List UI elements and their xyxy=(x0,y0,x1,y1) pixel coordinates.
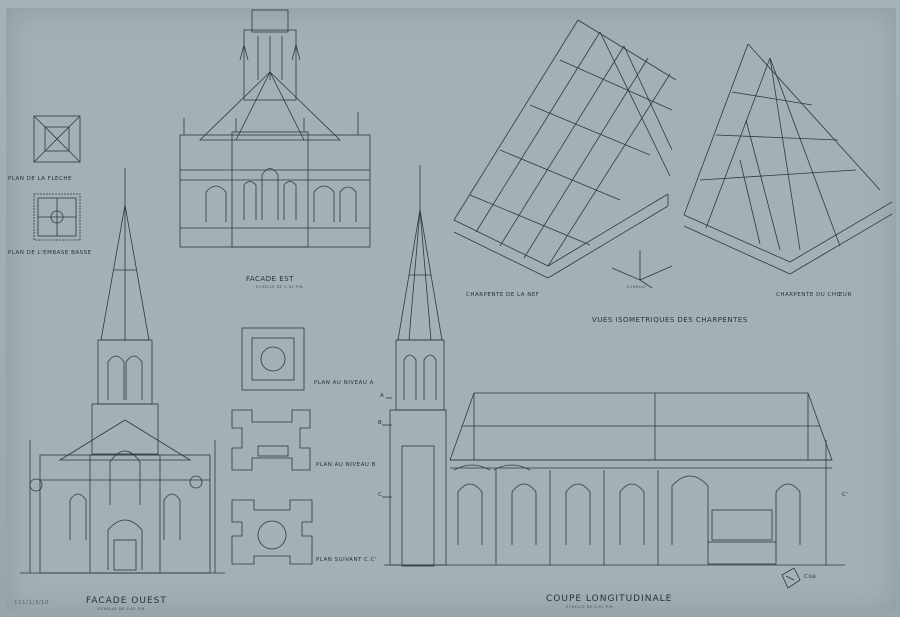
label-vues-isometriques: VUES ISOMETRIQUES DES CHARPENTES xyxy=(592,316,748,324)
plan-embase-drawing xyxy=(33,193,81,241)
inventory-number: 111/1/3/10 xyxy=(14,600,50,606)
label-facade-ouest-scale: ECHELLE DE 0,01 P.M. xyxy=(98,607,147,611)
level-marker-c: C xyxy=(378,492,383,498)
isometric-axis-gizmo xyxy=(611,250,673,289)
label-echelle: ECHELLE xyxy=(627,285,647,289)
plan-fleche-drawing xyxy=(33,115,81,163)
label-plan-niveau-a: PLAN AU NIVEAU A xyxy=(314,380,374,386)
label-facade-ouest: FACADE OUEST xyxy=(86,596,167,606)
charpente-nef-drawing xyxy=(453,19,677,279)
label-facade-est-scale: ECHELLE DE 0,01 P.M. xyxy=(256,285,305,289)
label-charpente-nef: CHARPENTE DE LA NEF xyxy=(466,292,540,298)
coupe-longitudinale-drawing xyxy=(382,165,845,567)
label-charpente-choeur: CHARPENTE DU CHŒUR xyxy=(776,292,852,298)
label-facade-est: FACADE EST xyxy=(246,275,294,283)
label-coupe-longitudinale: COUPE LONGITUDINALE xyxy=(546,594,673,604)
level-marker-c-prime: C' xyxy=(842,492,849,498)
label-plan-embase: PLAN DE L'EMBASE BASSE xyxy=(8,250,92,256)
plans-levels-drawing xyxy=(231,327,313,565)
signature-monogram xyxy=(781,567,801,589)
signature: Cüé xyxy=(804,574,817,580)
label-coupe-scale: ECHELLE DE 0,01 P.M. xyxy=(566,605,615,609)
facade-ouest-drawing xyxy=(20,168,225,574)
label-plan-suivant: PLAN SUIVANT C.C' xyxy=(316,557,378,563)
label-plan-niveau-b: PLAN AU NIVEAU B xyxy=(316,462,376,468)
level-marker-a: A xyxy=(380,393,385,399)
charpente-choeur-drawing xyxy=(683,43,893,275)
label-plan-fleche: PLAN DE LA FLECHE xyxy=(8,176,72,182)
facade-est-drawing xyxy=(179,9,371,248)
level-marker-b: B xyxy=(378,420,383,426)
